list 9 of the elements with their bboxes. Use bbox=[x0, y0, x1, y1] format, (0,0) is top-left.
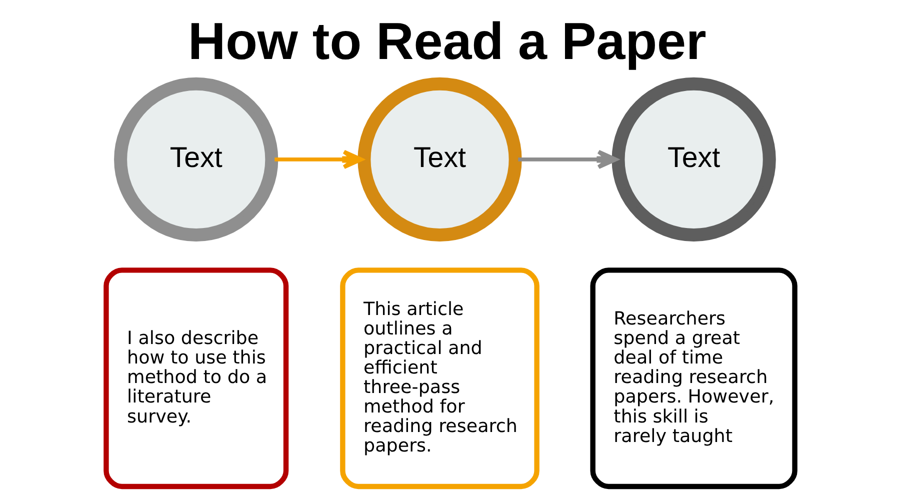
node-box: This article outlines a practical and efficient three-pass method for reading research papers. bbox=[340, 268, 539, 490]
node-circle: Text bbox=[611, 77, 776, 242]
arrow bbox=[518, 150, 618, 170]
arrow bbox=[274, 150, 362, 170]
node-box: I also describe how to use this method to do a literature survey. bbox=[103, 268, 288, 490]
node-circle: Text bbox=[357, 77, 522, 242]
node-box: Researchers spend a great deal of time reading research papers. However, this skill is rarely taught bbox=[590, 268, 797, 490]
diagram-title: How to Read a Paper bbox=[187, 13, 706, 72]
node-circle: Text bbox=[114, 77, 278, 242]
